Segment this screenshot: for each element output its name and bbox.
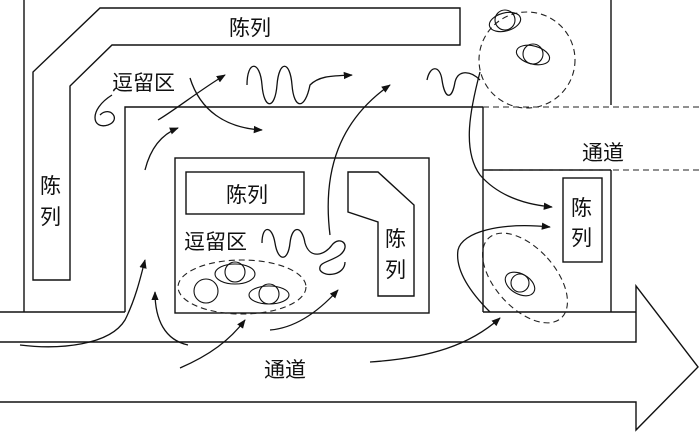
outer-walls — [0, 0, 636, 313]
display-right-box — [562, 177, 603, 263]
display-top-l-shape — [32, 7, 461, 281]
label-display-top: 陈列 — [229, 16, 271, 40]
label-display-left-1: 陈 — [40, 174, 61, 198]
linger-group-top-right — [478, 9, 576, 109]
wavy-linger-paths — [94, 65, 481, 276]
label-display-inner-2: 列 — [385, 258, 406, 282]
center-area-box — [174, 157, 430, 314]
right-aisle-boundaries — [483, 106, 700, 171]
label-aisle-right: 通道 — [582, 141, 624, 165]
linger-group-right — [481, 232, 569, 324]
label-linger-top: 逗留区 — [112, 71, 175, 95]
inner-zone-boundary — [124, 106, 611, 313]
display-center-box — [185, 171, 305, 215]
flow-arrows — [19, 71, 553, 369]
linger-group-center — [177, 259, 307, 315]
display-inner-l-shape — [347, 171, 415, 297]
label-aisle-bottom: 通道 — [264, 358, 306, 382]
label-display-inner-1: 陈 — [385, 227, 406, 251]
aisle-arrow — [0, 283, 699, 432]
label-display-center: 陈列 — [226, 183, 268, 207]
label-display-right-2: 列 — [571, 226, 592, 250]
label-linger-center: 逗留区 — [184, 230, 247, 254]
label-display-right-1: 陈 — [571, 196, 592, 220]
label-display-left-2: 列 — [40, 205, 61, 229]
